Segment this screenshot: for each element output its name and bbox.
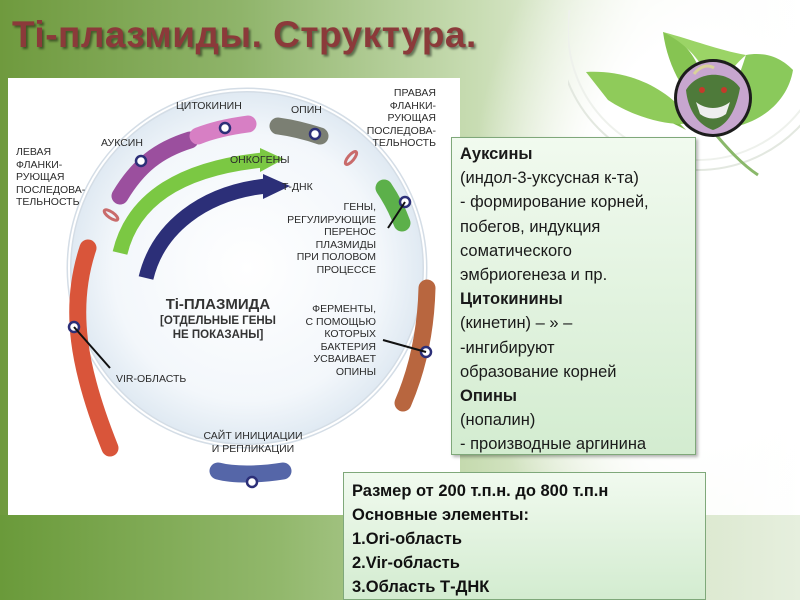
label-right-flanking-sequence: ПРАВАЯ ФЛАНКИ- РУЮЩАЯ ПОСЛЕДОВА- ТЕЛЬНОС…: [366, 87, 436, 149]
label-oncogenes: ОНКОГЕНЫ: [230, 154, 290, 166]
label-auxin: АУКСИН: [101, 137, 143, 149]
auxins-heading: Ауксины: [460, 145, 533, 163]
label-cytokinin: ЦИТОКИНИН: [176, 100, 242, 112]
avatar: [674, 59, 752, 137]
cytokinins-heading: Цитокинины: [460, 290, 563, 309]
slide-title: Ti-плазмиды. Структура.: [12, 14, 477, 55]
label-ori-site: САЙТ ИНИЦИАЦИИ И РЕПЛИКАЦИИ: [203, 430, 303, 455]
leaf-decoration: [557, 0, 800, 180]
opines-heading: Опины: [460, 387, 518, 406]
ti-plasmid-diagram: ЛЕВАЯ ФЛАНКИ- РУЮЩАЯ ПОСЛЕДОВА- ТЕЛЬНОСТ…: [8, 78, 460, 515]
label-vir-region: VIR-ОБЛАСТЬ: [116, 373, 187, 385]
hormones-info-box: Ауксины (индол-3-уксусная к-та) - формир…: [451, 137, 696, 455]
plasmid-center-title: Ti-ПЛАЗМИДА: [165, 296, 271, 313]
label-transfer-genes: ГЕНЫ, РЕГУЛИРУЮЩИЕ ПЕРЕНОС ПЛАЗМИДЫ ПРИ …: [287, 201, 376, 276]
plasmid-center-subtitle: [ОТДЕЛЬНЫЕ ГЕНЫ НЕ ПОКАЗАНЫ]: [160, 315, 276, 341]
label-t-dna: Т-ДНК: [282, 181, 313, 193]
plasmid-size-box: Размер от 200 т.п.н. до 800 т.п.н Основн…: [343, 472, 706, 600]
label-left-flanking-sequence: ЛЕВАЯ ФЛАНКИ- РУЮЩАЯ ПОСЛЕДОВА- ТЕЛЬНОСТ…: [16, 146, 86, 208]
label-opine: ОПИН: [291, 104, 322, 116]
label-enzymes: ФЕРМЕНТЫ, С ПОМОЩЬЮ КОТОРЫХ БАКТЕРИЯ УСВ…: [305, 303, 376, 378]
